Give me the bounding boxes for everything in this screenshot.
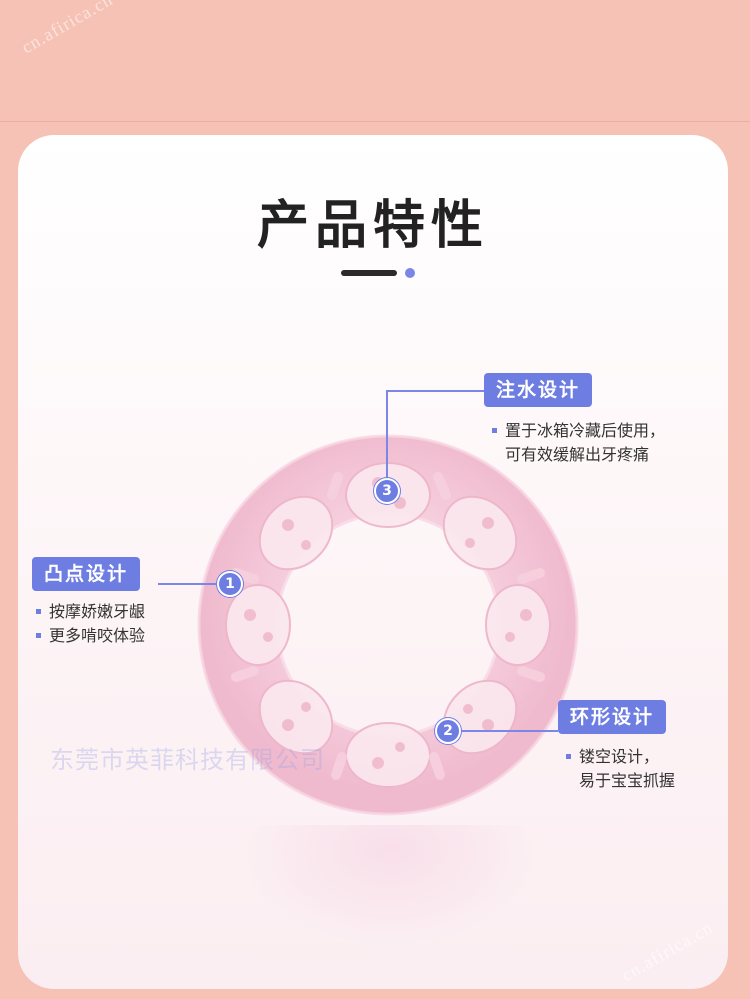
- feature-card: 产品特性: [18, 135, 728, 989]
- feature-desc-ring: 镂空设计， 易于宝宝抓握: [566, 745, 675, 793]
- feature-number-1: 1: [217, 571, 243, 597]
- connector-line-bumps: [158, 583, 218, 585]
- page-title: 产品特性: [256, 196, 489, 256]
- feature-tag-water: 注水设计: [484, 373, 593, 407]
- teether-ring-icon: [197, 434, 579, 816]
- feature-tag-bumps: 凸点设计: [32, 557, 141, 591]
- bullet-icon: [566, 753, 571, 759]
- feature-number-2: 2: [435, 718, 461, 744]
- connector-line-ring: [461, 730, 558, 732]
- connector-line-water-v: [386, 390, 388, 478]
- bullet-icon: [492, 427, 497, 433]
- ring-reflection: [240, 825, 540, 945]
- feature-number-3: 3: [374, 478, 400, 504]
- connector-line-water-h: [386, 390, 484, 392]
- company-watermark: 东莞市英菲科技有限公司: [50, 748, 325, 774]
- bullet-icon: [36, 632, 41, 638]
- teether-ring-image: [188, 425, 588, 825]
- feature-desc-bumps: 按摩娇嫩牙龈 更多啃咬体验: [36, 600, 145, 648]
- bullet-icon: [36, 608, 41, 614]
- feature-desc-water: 置于冰箱冷藏后使用， 可有效缓解出牙疼痛: [492, 419, 665, 467]
- title-underline: [341, 270, 397, 276]
- feature-tag-ring: 环形设计: [558, 700, 667, 734]
- title-dot: [405, 268, 415, 278]
- top-band: [0, 0, 750, 122]
